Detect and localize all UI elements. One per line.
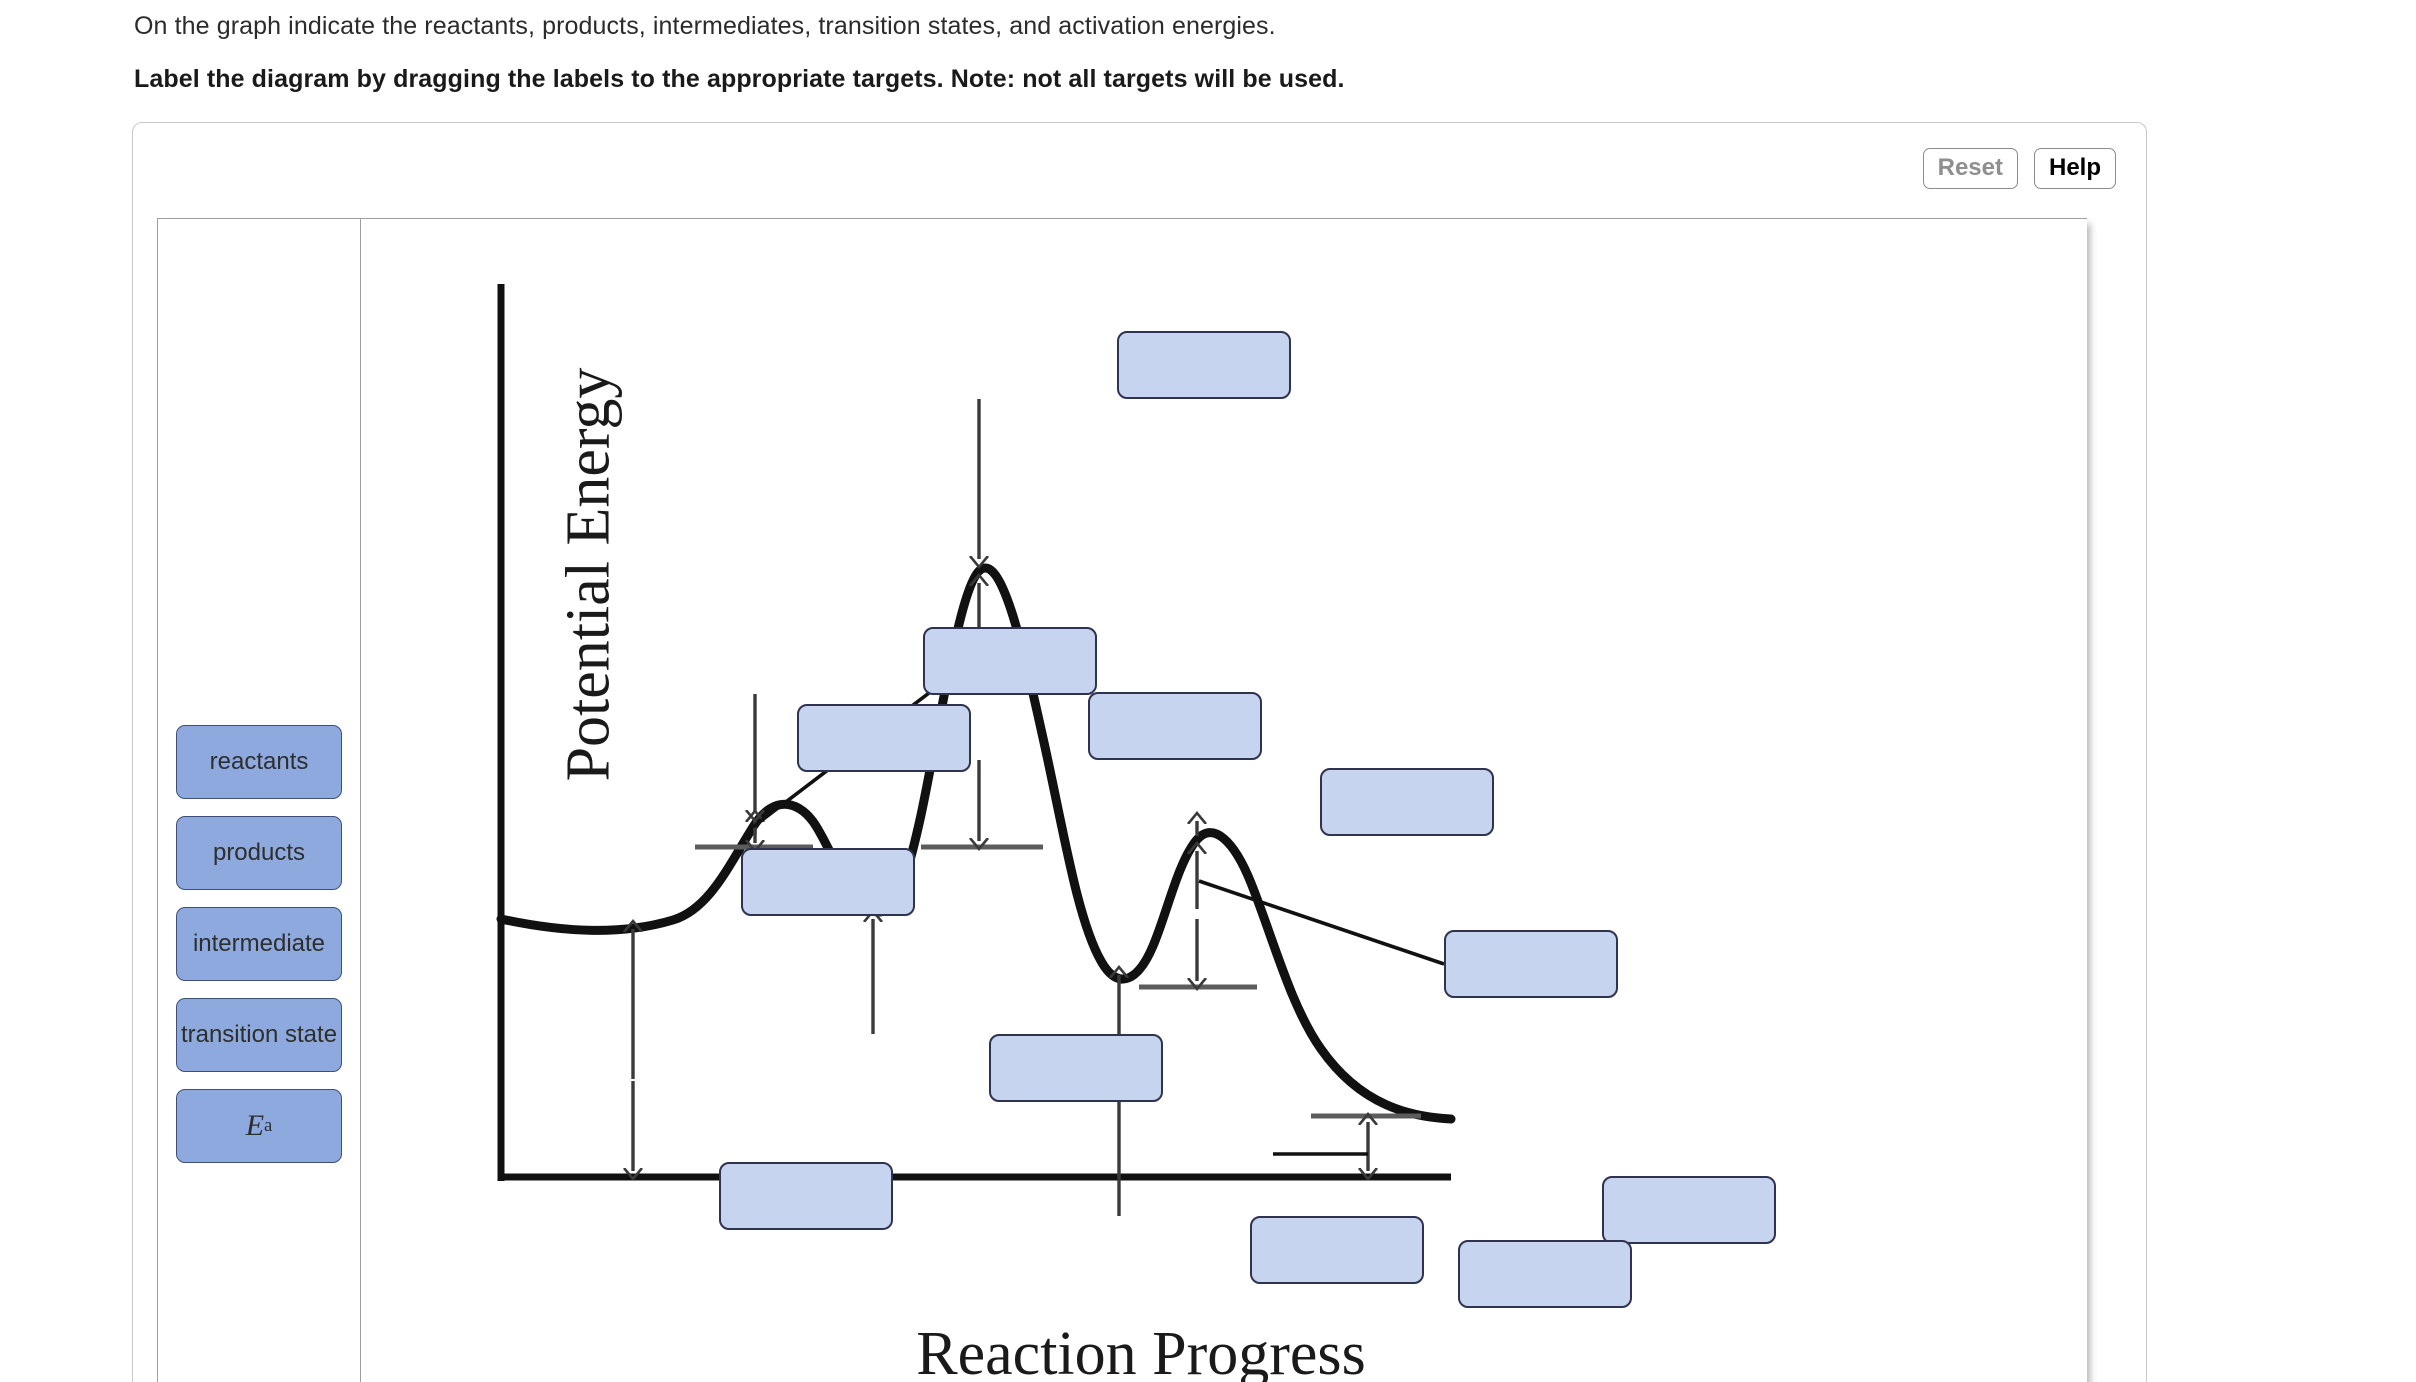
y-axis-title: Potential Energy (554, 367, 623, 782)
exercise-canvas: reactants products intermediate transiti… (157, 218, 2087, 1382)
drop-target-transition-state-1[interactable] (923, 627, 1097, 695)
label-text: intermediate (192, 930, 326, 957)
instruction-secondary: Label the diagram by dragging the labels… (134, 65, 1345, 93)
x-axis-title: Reaction Progress (916, 1320, 1366, 1382)
label-text: transition state (180, 1021, 338, 1048)
drop-target-products[interactable] (1602, 1176, 1776, 1244)
drop-target-reactants[interactable] (741, 848, 915, 916)
label-text-base: E (245, 1109, 265, 1142)
axis-lines (497, 284, 1451, 1181)
draggable-label-transition-state[interactable]: transition state (176, 998, 342, 1072)
leader-ts3 (1198, 879, 1445, 966)
label-text: products (212, 839, 306, 866)
draggable-label-reactants[interactable]: reactants (176, 725, 342, 799)
activity-panel: Reset Help reactants products intermedia… (132, 122, 2147, 1382)
drop-target-transition-state-3[interactable] (1320, 768, 1494, 836)
instruction-primary: On the graph indicate the reactants, pro… (134, 12, 1276, 40)
energy-diagram: Potential Energy Reaction Progress (361, 219, 2087, 1382)
draggable-label-intermediate[interactable]: intermediate (176, 907, 342, 981)
drop-target-transition-state-3-side[interactable] (1444, 930, 1618, 998)
drop-target-activation-energy-2[interactable] (1088, 692, 1262, 760)
label-text-subscript: a (264, 1115, 273, 1136)
drop-target-product-energy[interactable] (1458, 1240, 1632, 1308)
drop-target-intermediate-1[interactable] (989, 1034, 1163, 1102)
reset-button[interactable]: Reset (1922, 148, 2018, 189)
toolbar: Reset Help (1922, 148, 2116, 189)
drop-target-activation-energy-1[interactable] (797, 704, 971, 772)
energy-diagram-svg (496, 284, 1456, 1216)
label-text: reactants (209, 748, 309, 775)
drop-target-reactant-energy[interactable] (719, 1162, 893, 1230)
label-bank: reactants products intermediate transiti… (176, 725, 342, 1180)
help-button[interactable]: Help (2033, 148, 2116, 189)
bank-divider (360, 219, 361, 1382)
drop-target-transition-state-2[interactable] (1117, 331, 1291, 399)
drop-target-intermediate-2[interactable] (1250, 1216, 1424, 1284)
draggable-label-products[interactable]: products (176, 816, 342, 890)
